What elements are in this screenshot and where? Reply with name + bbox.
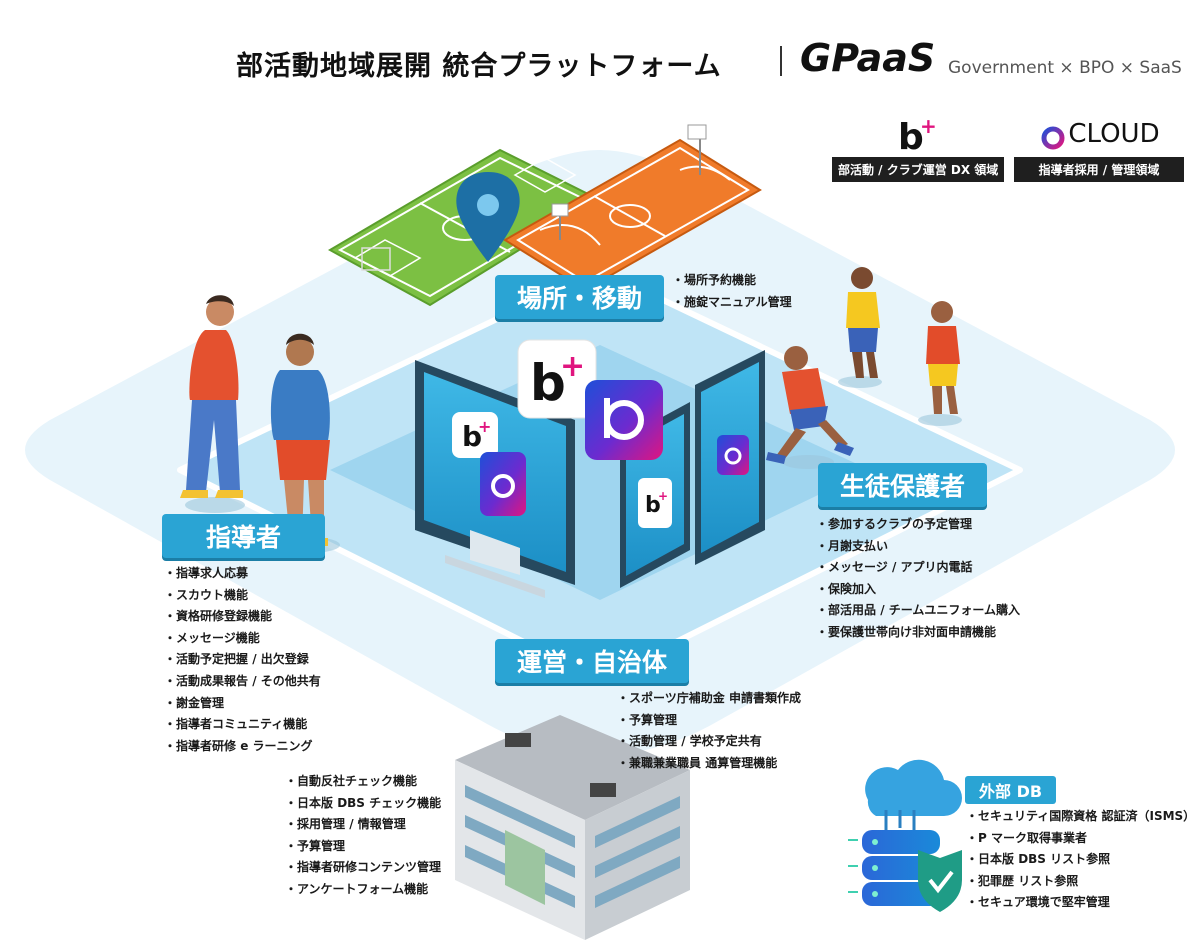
admin-section-title: 運営・自治体	[495, 639, 690, 683]
bcloud-logo-icon	[1041, 120, 1065, 150]
list-item: 保険加入	[816, 579, 1020, 601]
student-figures	[766, 267, 962, 469]
header: 部活動地域展開 統合プラットフォーム GPaaS Government × BP…	[0, 36, 1200, 90]
database-icon	[848, 759, 962, 912]
office-building	[455, 715, 690, 940]
list-item: 日本版 DBS チェック機能	[285, 793, 441, 815]
smartphone-device	[695, 350, 765, 565]
brand-subtitle: Government × BPO × SaaS	[948, 58, 1182, 78]
brand-name: GPaaS	[800, 36, 936, 80]
svg-text:+: +	[560, 349, 585, 384]
list-item: 活動管理 / 学校予定共有	[617, 731, 801, 753]
list-item: メッセージ / アプリ内電話	[816, 557, 1020, 579]
list-item: 資格研修登録機能	[164, 606, 321, 628]
bcloud-logo-block: CLOUD 指導者採用 / 管理領域	[1014, 115, 1184, 182]
bplus-logo-block: b + 部活動 / クラブ運営 DX 領域	[832, 115, 1004, 182]
list-item: 兼職兼業職員 通算管理機能	[617, 753, 801, 775]
admin-extra-feature-list: 自動反社チェック機能 日本版 DBS チェック機能 採用管理 / 情報管理 予算…	[285, 771, 441, 901]
bcloud-logo-label: 指導者採用 / 管理領域	[1014, 157, 1184, 182]
bcloud-wordmark: CLOUD	[1014, 115, 1184, 153]
list-item: 活動予定把握 / 出欠登録	[164, 649, 321, 671]
coach-section-title: 指導者	[162, 514, 326, 558]
bplus-app-icon: b +	[517, 339, 597, 419]
svg-text:b: b	[530, 354, 566, 412]
list-item: 場所予約機能	[672, 270, 792, 292]
list-item: 採用管理 / 情報管理	[285, 814, 441, 836]
list-item: 予算管理	[285, 836, 441, 858]
title-divider	[780, 46, 782, 76]
list-item: 指導者コミュニティ機能	[164, 714, 321, 736]
list-item: 指導者研修コンテンツ管理	[285, 857, 441, 879]
guardian-feature-list: 参加するクラブの予定管理 月謝支払い メッセージ / アプリ内電話 保険加入 部…	[816, 514, 1020, 644]
svg-text:+: +	[478, 417, 491, 436]
svg-text:+: +	[920, 115, 937, 138]
list-item: セキュリティ国際資格 認証済（ISMS）	[966, 806, 1195, 828]
bcloud-wordmark-text: CLOUD	[1068, 119, 1160, 149]
list-item: 指導者研修 e ラーニング	[164, 736, 321, 758]
list-item: 参加するクラブの予定管理	[816, 514, 1020, 536]
list-item: 活動成果報告 / その他共有	[164, 671, 321, 693]
list-item: スポーツ庁補助金 申請書類作成	[617, 688, 801, 710]
list-item: 施錠マニュアル管理	[672, 292, 792, 314]
externaldb-feature-list: セキュリティ国際資格 認証済（ISMS） P マーク取得事業者 日本版 DBS …	[966, 806, 1195, 914]
bcloud-app-icon	[585, 380, 663, 460]
basketball-court	[503, 124, 762, 292]
map-pin-icon	[456, 172, 520, 262]
place-feature-list: 場所予約機能 施錠マニュアル管理	[672, 270, 792, 313]
list-item: 犯罪歴 リスト参照	[966, 871, 1195, 893]
list-item: 月謝支払い	[816, 536, 1020, 558]
svg-text:+: +	[658, 489, 668, 503]
list-item: 日本版 DBS リスト参照	[966, 849, 1195, 871]
svg-text:b: b	[898, 117, 924, 153]
list-item: 謝金管理	[164, 693, 321, 715]
list-item: 要保護世帯向け非対面申請機能	[816, 622, 1020, 644]
svg-text:b: b	[462, 420, 482, 453]
list-item: 指導求人応募	[164, 563, 321, 585]
list-item: 予算管理	[617, 710, 801, 732]
list-item: メッセージ機能	[164, 628, 321, 650]
coach-feature-list: 指導求人応募 スカウト機能 資格研修登録機能 メッセージ機能 活動予定把握 / …	[164, 563, 321, 757]
list-item: P マーク取得事業者	[966, 828, 1195, 850]
guardian-section-title: 生徒保護者	[818, 463, 988, 507]
bplus-logo-label: 部活動 / クラブ運営 DX 領域	[832, 157, 1004, 182]
externaldb-section-title: 外部 DB	[965, 776, 1057, 804]
list-item: 自動反社チェック機能	[285, 771, 441, 793]
page-title: 部活動地域展開 統合プラットフォーム	[236, 51, 722, 82]
list-item: アンケートフォーム機能	[285, 879, 441, 901]
svg-text:b: b	[645, 493, 661, 518]
place-section-title: 場所・移動	[495, 275, 665, 319]
list-item: 部活用品 / チームユニフォーム購入	[816, 600, 1020, 622]
bplus-logo-icon: b +	[898, 115, 937, 153]
list-item: セキュア環境で堅牢管理	[966, 892, 1195, 914]
list-item: スカウト機能	[164, 585, 321, 607]
admin-feature-list: スポーツ庁補助金 申請書類作成 予算管理 活動管理 / 学校予定共有 兼職兼業職…	[617, 688, 801, 774]
